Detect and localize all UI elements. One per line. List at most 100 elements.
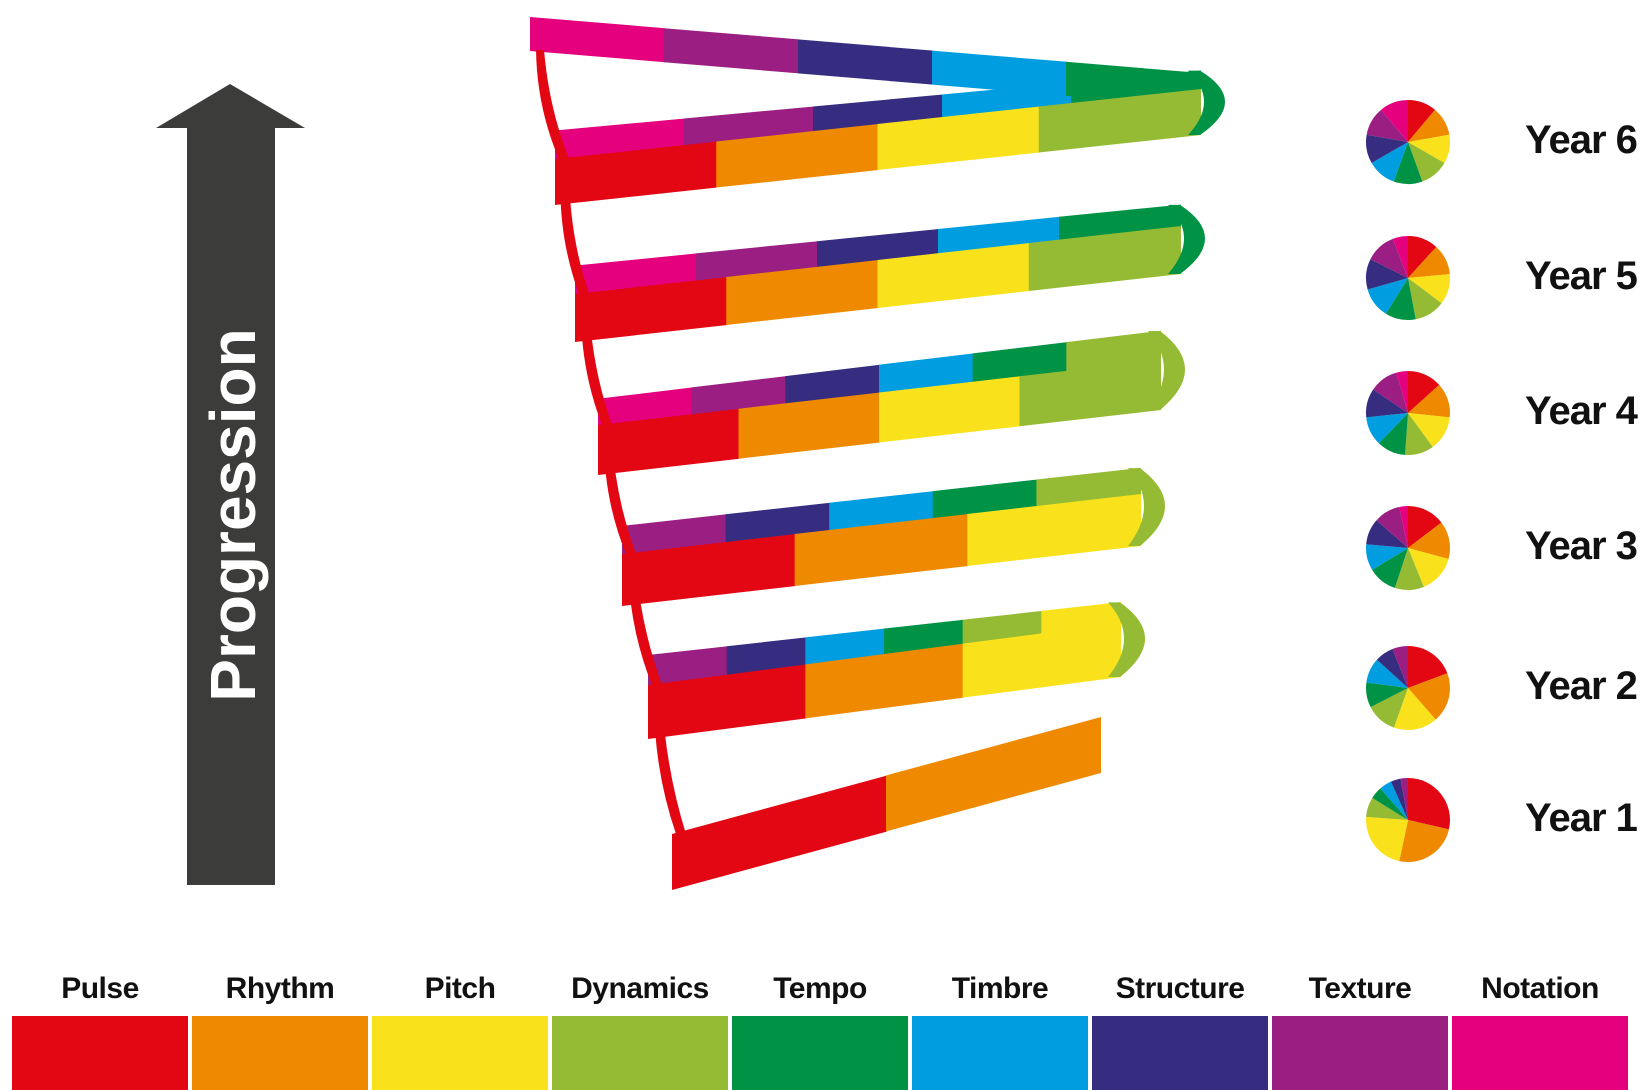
pie-slice-pitch	[1408, 548, 1449, 587]
pie-slice-structure	[1365, 389, 1408, 418]
year-label: Year 6	[1525, 118, 1638, 162]
pie-year-3	[1366, 506, 1450, 590]
pie-year-5	[1366, 236, 1450, 320]
front-segment-pitch	[879, 376, 1021, 443]
legend-label-pulse: Pulse	[61, 972, 139, 1005]
legend-label-pitch: Pitch	[424, 972, 496, 1005]
curl-segment	[1148, 331, 1185, 410]
front-segment-dynamics	[1019, 360, 1161, 427]
pie-slice-tempo	[1372, 788, 1408, 820]
pie-year-1	[1366, 778, 1450, 863]
front-segment-rhythm	[794, 514, 969, 586]
pie-slice-notation	[1396, 371, 1408, 413]
pie-slice-dynamics	[1366, 797, 1408, 820]
pie-slice-dynamics	[1408, 142, 1445, 182]
legend-swatch-rhythm	[192, 1016, 368, 1090]
front-segment-rhythm	[716, 124, 879, 188]
back-segment-notation	[530, 17, 665, 63]
pie-slice-rhythm	[1399, 820, 1449, 863]
legend-label-rhythm: Rhythm	[225, 972, 335, 1005]
pie-slice-dynamics	[1405, 413, 1433, 456]
pie-slice-texture	[1392, 646, 1408, 688]
pie-slice-rhythm	[1408, 246, 1450, 278]
pie-slice-structure	[1366, 259, 1408, 290]
spiral-front-strands	[555, 70, 1225, 890]
pie-slice-dynamics	[1370, 688, 1408, 728]
legend-swatch-notation	[1452, 1016, 1628, 1090]
legend-swatch-dynamics	[552, 1016, 728, 1090]
progression-label: Progression	[197, 328, 269, 701]
front-segment-pitch	[877, 106, 1040, 170]
pie-slice-rhythm	[1408, 109, 1450, 142]
legend-swatch-tempo	[732, 1016, 908, 1090]
front-segment-pitch	[877, 243, 1030, 308]
pie-slice-pulse	[1408, 100, 1435, 142]
pie-slice-structure	[1366, 134, 1408, 163]
pie-slice-pitch	[1408, 413, 1450, 447]
pie-slice-tempo	[1393, 142, 1423, 184]
pie-slice-tempo	[1372, 548, 1408, 588]
front-segment-pitch	[962, 623, 1121, 698]
pie-slice-timbre	[1380, 781, 1408, 820]
curl-segment	[1108, 602, 1145, 677]
pie-slice-dynamics	[1394, 548, 1424, 590]
pie-slice-structure	[1366, 520, 1408, 548]
back-segment-structure	[798, 39, 933, 85]
curl-segment	[1168, 204, 1205, 274]
pie-slice-pitch	[1393, 688, 1436, 731]
legend-swatch-pitch	[372, 1016, 548, 1090]
pie-slice-pulse	[1408, 236, 1437, 278]
pie-year-2	[1366, 646, 1450, 731]
front-segment-rhythm	[726, 260, 879, 325]
front-segment-dynamics	[1038, 89, 1201, 153]
year-label: Year 5	[1525, 254, 1638, 298]
pie-slice-pulse	[1408, 506, 1442, 548]
pie-slice-tempo	[1385, 278, 1416, 320]
back-segment-texture	[664, 28, 799, 74]
back-segment-timbre	[932, 50, 1067, 96]
pie-slice-pitch	[1408, 274, 1450, 304]
legend-label-dynamics: Dynamics	[571, 972, 709, 1005]
pie-slice-notation	[1381, 100, 1408, 142]
pie-slice-timbre	[1367, 278, 1408, 314]
pie-slice-tempo	[1366, 682, 1408, 708]
pie-slice-texture	[1366, 109, 1408, 142]
year-label: Year 2	[1525, 664, 1638, 708]
front-segment-rhythm	[805, 643, 964, 719]
legend-swatch-structure	[1092, 1016, 1268, 1090]
curl-segment	[1128, 468, 1165, 546]
legend-label-timbre: Timbre	[951, 972, 1049, 1005]
pie-slice-pulse	[1408, 371, 1440, 413]
progression-arrow-shape	[156, 84, 305, 885]
front-segment-dynamics	[1028, 226, 1181, 291]
front-segment-pulse	[598, 408, 740, 475]
year-label: Year 3	[1525, 524, 1638, 568]
legend-swatch-pulse	[12, 1016, 188, 1090]
front-segment-pulse	[648, 664, 807, 739]
pie-slice-dynamics	[1408, 278, 1442, 320]
front-segment-pulse	[555, 141, 718, 205]
pie-slice-texture	[1400, 778, 1408, 820]
pie-slice-pulse	[1408, 646, 1448, 688]
pie-slice-texture	[1376, 506, 1408, 548]
front-segment-rhythm	[886, 717, 1101, 832]
pie-slice-texture	[1373, 372, 1408, 413]
legend-swatch-timbre	[912, 1016, 1088, 1090]
pie-slice-structure	[1390, 778, 1408, 820]
front-segment-rhythm	[738, 392, 880, 459]
legend-label-tempo: Tempo	[773, 972, 867, 1005]
pie-slice-timbre	[1366, 544, 1408, 570]
pie-slice-rhythm	[1408, 522, 1450, 559]
pie-slice-timbre	[1366, 659, 1408, 688]
front-segment-pulse	[622, 534, 796, 606]
front-segment-pulse	[672, 775, 887, 890]
pie-slice-tempo	[1378, 413, 1408, 455]
pie-year-4	[1365, 371, 1450, 456]
curl-segment	[1188, 70, 1225, 135]
legend-swatch-texture	[1272, 1016, 1448, 1090]
legend-label-structure: Structure	[1115, 972, 1245, 1005]
